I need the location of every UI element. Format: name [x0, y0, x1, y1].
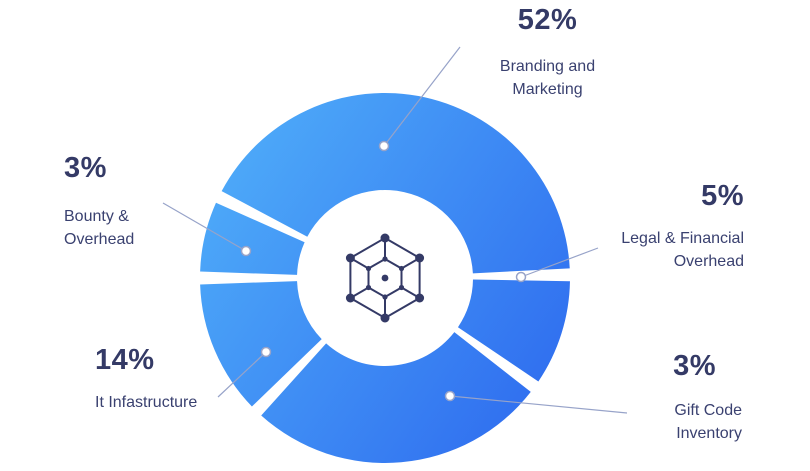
donut-slices: [200, 92, 570, 463]
leader-line-bounty: [162, 202, 247, 252]
callout-gift-code: 3% Gift Code Inventory: [592, 352, 742, 445]
slice-branding: [221, 92, 570, 274]
gift-code-label: Gift Code Inventory: [674, 402, 742, 443]
leader-dot-branding: [378, 140, 390, 152]
legal-label: Legal & Financial Overhead: [621, 230, 744, 271]
leader-line-legal: [520, 247, 599, 278]
callout-it-infrastructure: 14% It Infastructure: [95, 346, 295, 414]
it-infrastructure-percent: 14%: [95, 344, 155, 376]
bounty-percent: 3%: [64, 152, 107, 184]
it-infrastructure-label: It Infastructure: [95, 394, 198, 411]
bounty-label: Bounty & Overhead: [64, 208, 135, 249]
leader-dot-infra: [260, 346, 272, 358]
leader-dot-legal: [515, 271, 527, 283]
callout-bounty: 3% Bounty & Overhead: [64, 154, 174, 251]
slice-infra: [200, 281, 322, 407]
slice-legal: [457, 279, 570, 382]
callout-legal: 5% Legal & Financial Overhead: [574, 182, 744, 273]
network-cube-icon: [345, 233, 425, 323]
leader-dot-bounty: [240, 245, 252, 257]
leader-line-gift: [449, 395, 628, 414]
slice-gift: [261, 332, 531, 463]
leader-line-infra: [217, 351, 267, 398]
leader-dot-gift: [444, 390, 456, 402]
slice-bounty: [200, 202, 305, 275]
gift-code-percent: 3%: [673, 350, 716, 382]
leader-line-branding: [383, 46, 461, 147]
legal-percent: 5%: [701, 180, 744, 212]
callout-branding: 52% Branding and Marketing: [450, 6, 645, 101]
branding-label: Branding and Marketing: [499, 58, 596, 99]
branding-percent: 52%: [517, 4, 578, 36]
leader-lines: [162, 46, 628, 414]
